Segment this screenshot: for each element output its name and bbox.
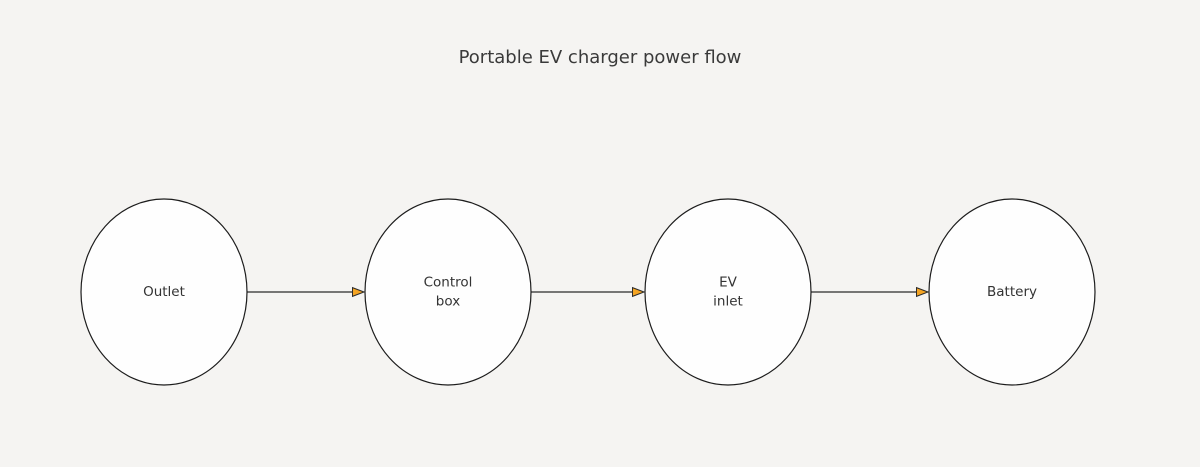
node-ellipse [80, 198, 248, 386]
edge-ev-inlet-to-battery [811, 286, 930, 298]
arrowhead-icon [352, 286, 366, 298]
node-control-box: Control box [364, 198, 532, 386]
node-battery: Battery [928, 198, 1096, 386]
node-label-line2: inlet [713, 294, 743, 310]
node-ellipse [364, 198, 532, 386]
node-label-line1: EV [719, 275, 738, 291]
node-ellipse [928, 198, 1096, 386]
node-label-line1: Control [424, 275, 473, 291]
edge-outlet-to-control-box [247, 286, 366, 298]
node-label: Outlet [143, 284, 185, 300]
node-ev-inlet: EV inlet [644, 198, 812, 386]
node-ellipse [644, 198, 812, 386]
node-label-line2: box [436, 294, 460, 310]
node-outlet: Outlet [80, 198, 248, 386]
arrowhead-icon [916, 286, 930, 298]
node-label: Battery [987, 284, 1037, 300]
edge-control-box-to-ev-inlet [531, 286, 646, 298]
arrowhead-icon [632, 286, 646, 298]
diagram-title: Portable EV charger power flow [459, 47, 742, 68]
